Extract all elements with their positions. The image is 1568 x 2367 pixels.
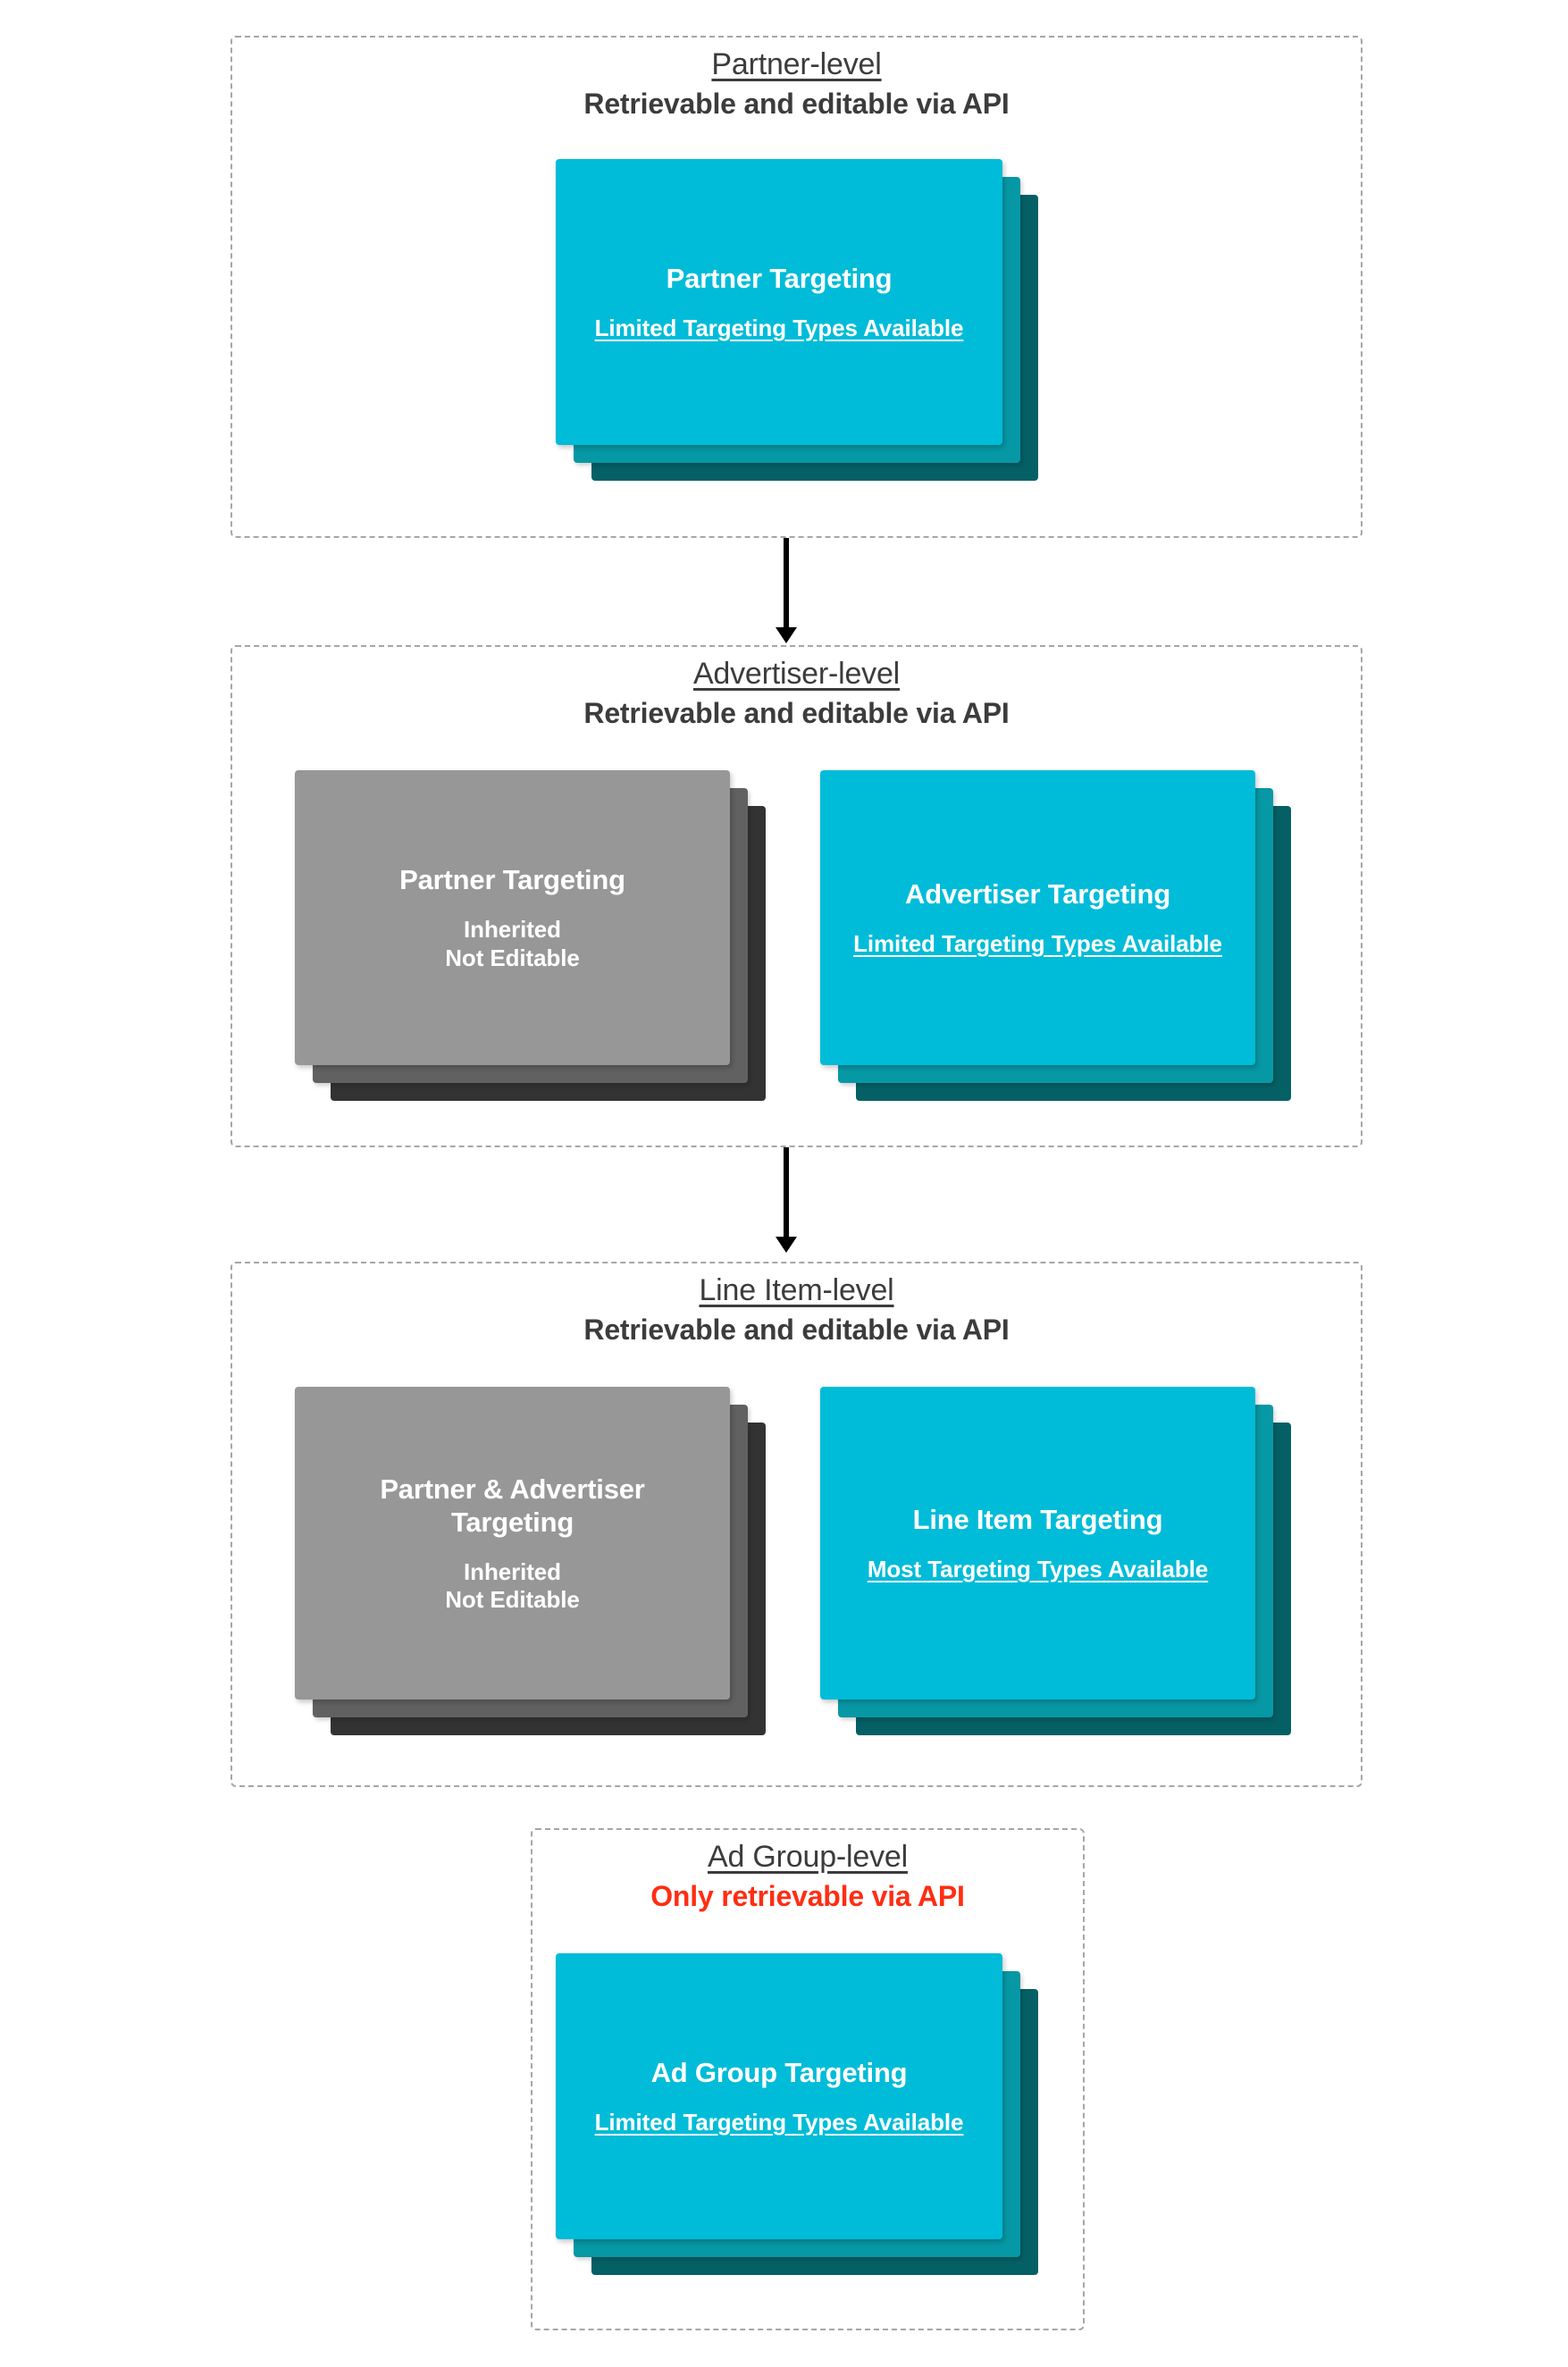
card-line-item-targeting[interactable]: Line Item Targeting Most Targeting Types… [820, 1387, 1255, 1700]
card-title: Ad Group Targeting [650, 2056, 908, 2088]
level-box-ad-group [531, 1828, 1085, 2330]
card-subtext: Limited Targeting Types Available [594, 2109, 964, 2136]
card-subtext: Limited Targeting Types Available [853, 930, 1222, 957]
arrow-head [776, 627, 797, 643]
card-title: Line Item Targeting [912, 1503, 1163, 1535]
arrow-shaft [784, 1147, 789, 1237]
card-title: Partner Targeting [666, 262, 893, 294]
level-box-line-item [231, 1262, 1363, 1787]
card-subtext: Inherited Not Editable [445, 916, 580, 971]
card-inherited-partner-advertiser-targeting[interactable]: Partner & Advertiser Targeting Inherited… [295, 1387, 730, 1700]
level-box-advertiser [231, 645, 1363, 1147]
card-title: Advertiser Targeting [905, 877, 1170, 910]
card-subtext: Most Targeting Types Available [867, 1556, 1209, 1582]
level-box-partner [231, 36, 1363, 538]
card-subtext: Limited Targeting Types Available [594, 315, 964, 341]
card-advertiser-targeting[interactable]: Advertiser Targeting Limited Targeting T… [820, 770, 1255, 1065]
arrow-shaft [784, 538, 789, 627]
card-stack-ad-group-targeting: Ad Group Targeting Limited Targeting Typ… [556, 1953, 1038, 2275]
arrow-head [776, 1237, 797, 1253]
card-inherited-partner-targeting[interactable]: Partner Targeting Inherited Not Editable [295, 770, 730, 1065]
card-title: Partner Targeting [399, 864, 625, 896]
connector-partner-to-advertiser [776, 538, 797, 643]
card-stack-partner-targeting: Partner Targeting Limited Targeting Type… [556, 159, 1038, 481]
card-stack-line-item-inherited: Partner & Advertiser Targeting Inherited… [295, 1387, 766, 1735]
card-title: Partner & Advertiser Targeting [380, 1473, 645, 1538]
connector-advertiser-to-line-item [776, 1147, 797, 1253]
card-stack-advertiser-inherited: Partner Targeting Inherited Not Editable [295, 770, 766, 1101]
card-stack-advertiser-targeting: Advertiser Targeting Limited Targeting T… [820, 770, 1291, 1101]
card-stack-line-item-targeting: Line Item Targeting Most Targeting Types… [820, 1387, 1291, 1735]
card-subtext: Inherited Not Editable [445, 1558, 580, 1614]
card-partner-targeting[interactable]: Partner Targeting Limited Targeting Type… [556, 159, 1002, 445]
card-ad-group-targeting[interactable]: Ad Group Targeting Limited Targeting Typ… [556, 1953, 1002, 2239]
